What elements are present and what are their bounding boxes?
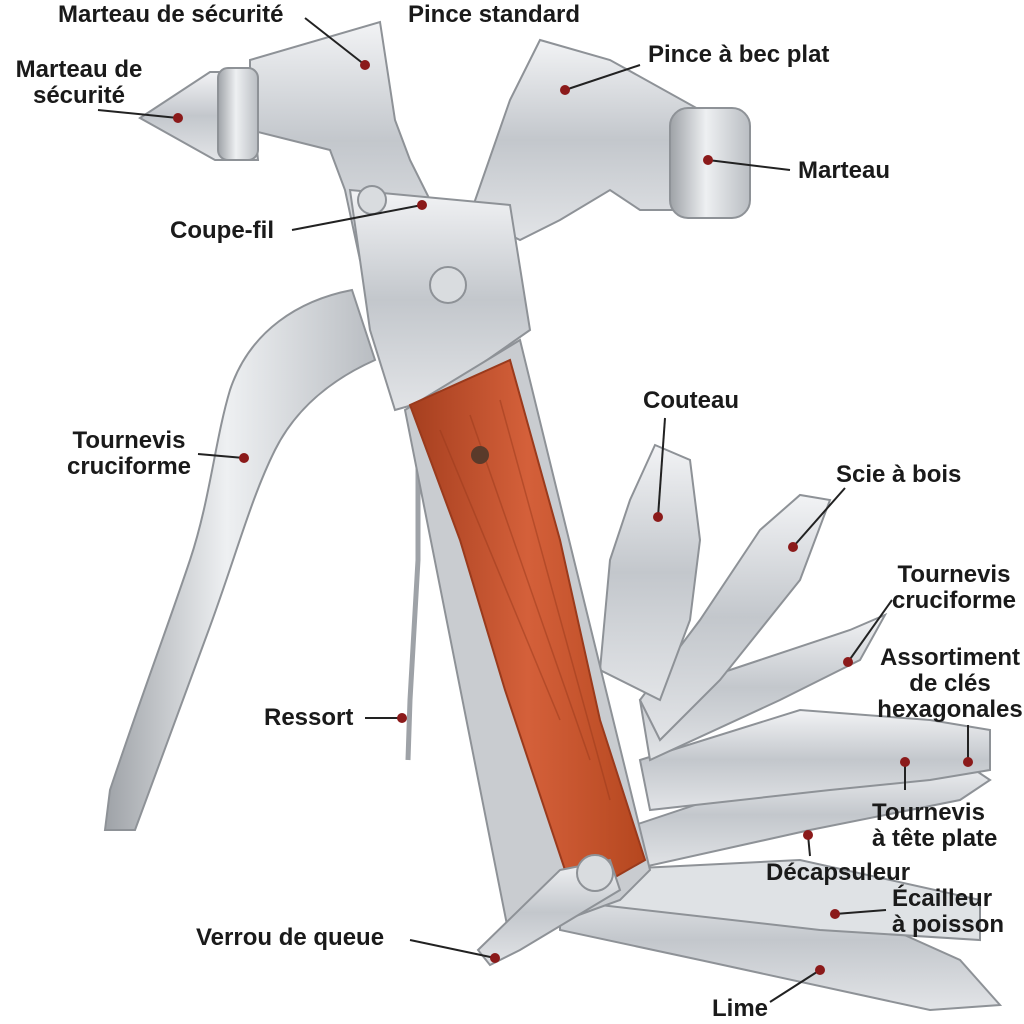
label-spring: Ressort [264,704,354,731]
marker-phillips-right [843,657,853,667]
label-flat-nose-pliers: Pince à bec plat [648,41,830,68]
knife-blade [598,443,702,702]
handle-screw [471,446,489,464]
marker-hammer [703,155,713,165]
callout-markers [173,60,973,975]
marker-phillips-left [239,453,249,463]
cutter-rivet [357,185,387,215]
label-flat-screwdriver: Tournevis à tête plate [872,799,998,852]
marker-bottle-opener [803,830,813,840]
label-safety-hammer-top: Marteau de sécurité [58,1,284,28]
label-safety-hammer-left: Marteau de sécurité [15,56,143,109]
label-wood-saw: Scie à bois [836,461,962,488]
leader-lines [97,17,969,1003]
label-knife: Couteau [643,387,739,414]
label-tail-lock: Verrou de queue [196,924,385,951]
marker-tail-lock [490,953,500,963]
label-file: Lime [712,995,769,1022]
safety-hammer-collar [217,67,259,161]
marker-hex-keys [963,757,973,767]
wood-handle [408,358,647,902]
label-phillips-right: Tournevis cruciforme [891,561,1017,614]
left-handle-arm [103,288,377,831]
marker-fish-scaler [830,909,840,919]
label-standard-pliers: Pince standard [408,1,581,28]
wood-saw-blade [638,493,832,742]
marker-file [815,965,825,975]
marker-safety-hammer-top [360,60,370,70]
pivot-rivet [429,266,467,304]
marker-spring [397,713,407,723]
tail-lock-rivet [576,854,614,892]
marker-flat-screwdriver [900,757,910,767]
label-phillips-left: Tournevis cruciforme [66,427,192,480]
marker-flat-nose-pliers [560,85,570,95]
hex-key-blade [638,708,991,812]
label-wire-cutter: Coupe-fil [170,217,274,244]
label-bottle-opener: Décapsuleur [766,859,911,886]
marker-wire-cutter [417,200,427,210]
spring-wire [405,460,421,761]
label-hex-keys: Assortiment de clés hexagonales [877,644,1023,723]
label-fish-scaler: Écailleur à poisson [892,885,1005,938]
phillips-blade-right [638,612,888,762]
marker-safety-hammer-left [173,113,183,123]
marker-knife [653,512,663,522]
label-hammer: Marteau [798,157,891,184]
marker-wood-saw [788,542,798,552]
